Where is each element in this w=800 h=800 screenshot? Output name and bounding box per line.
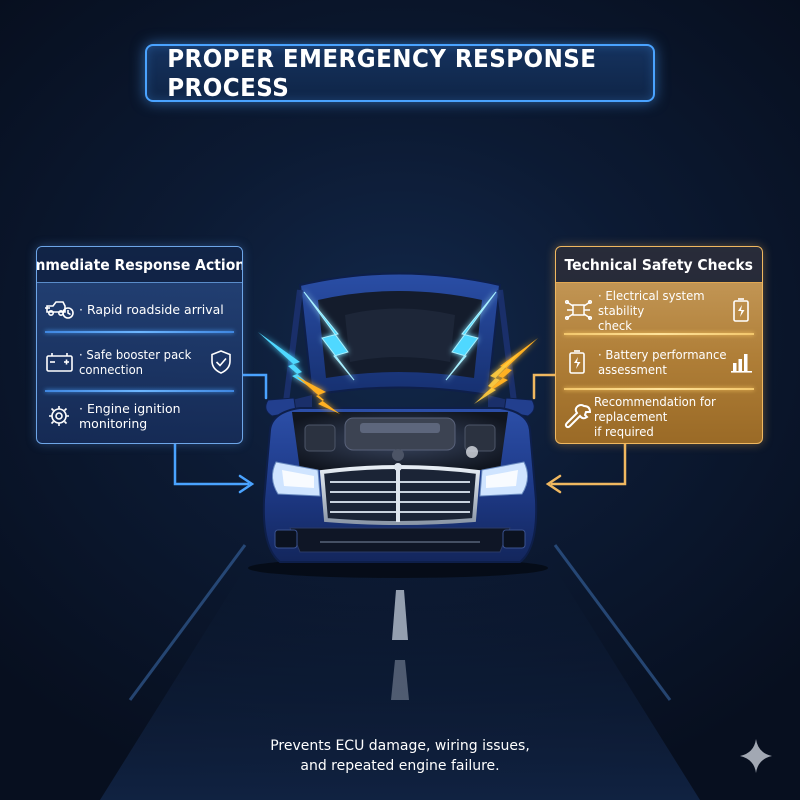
shield-check-icon (211, 350, 231, 374)
bar-chart-icon (731, 354, 752, 373)
item-text: · Engine ignition monitoring (79, 401, 181, 431)
battery-icon (46, 353, 73, 372)
list-item: · Rapid roadside arrival (37, 291, 242, 327)
road (100, 544, 700, 800)
divider (45, 390, 234, 392)
battery-bolt-icon (569, 350, 585, 374)
car (248, 272, 548, 578)
panel-heading: Technical Safety Checks (556, 247, 762, 283)
connectors (173, 373, 627, 494)
divider (45, 331, 234, 333)
item-text: · Rapid roadside arrival (79, 301, 224, 317)
title-banner: PROPER EMERGENCY RESPONSE PROCESS (145, 44, 655, 102)
wrench-icon (564, 404, 592, 429)
sparkle-icon (740, 739, 772, 773)
divider (564, 388, 754, 390)
page-title: PROPER EMERGENCY RESPONSE PROCESS (167, 44, 597, 102)
immediate-response-panel: Immediate Response Actions · Rapid roads… (36, 246, 243, 444)
panel-heading: Immediate Response Actions (37, 247, 242, 283)
divider (564, 333, 754, 335)
battery-bolt-icon (733, 298, 749, 322)
list-item: · Engine ignition monitoring (37, 397, 242, 435)
lightning-bolts (258, 291, 538, 414)
footer-note: Prevents ECU damage, wiring issues, and … (270, 738, 530, 774)
tow-truck-clock-icon (45, 301, 74, 319)
circuit-icon (564, 299, 593, 321)
technical-safety-panel: Technical Safety Checks · Electrical sys… (555, 246, 763, 444)
engine-icon (49, 406, 69, 426)
